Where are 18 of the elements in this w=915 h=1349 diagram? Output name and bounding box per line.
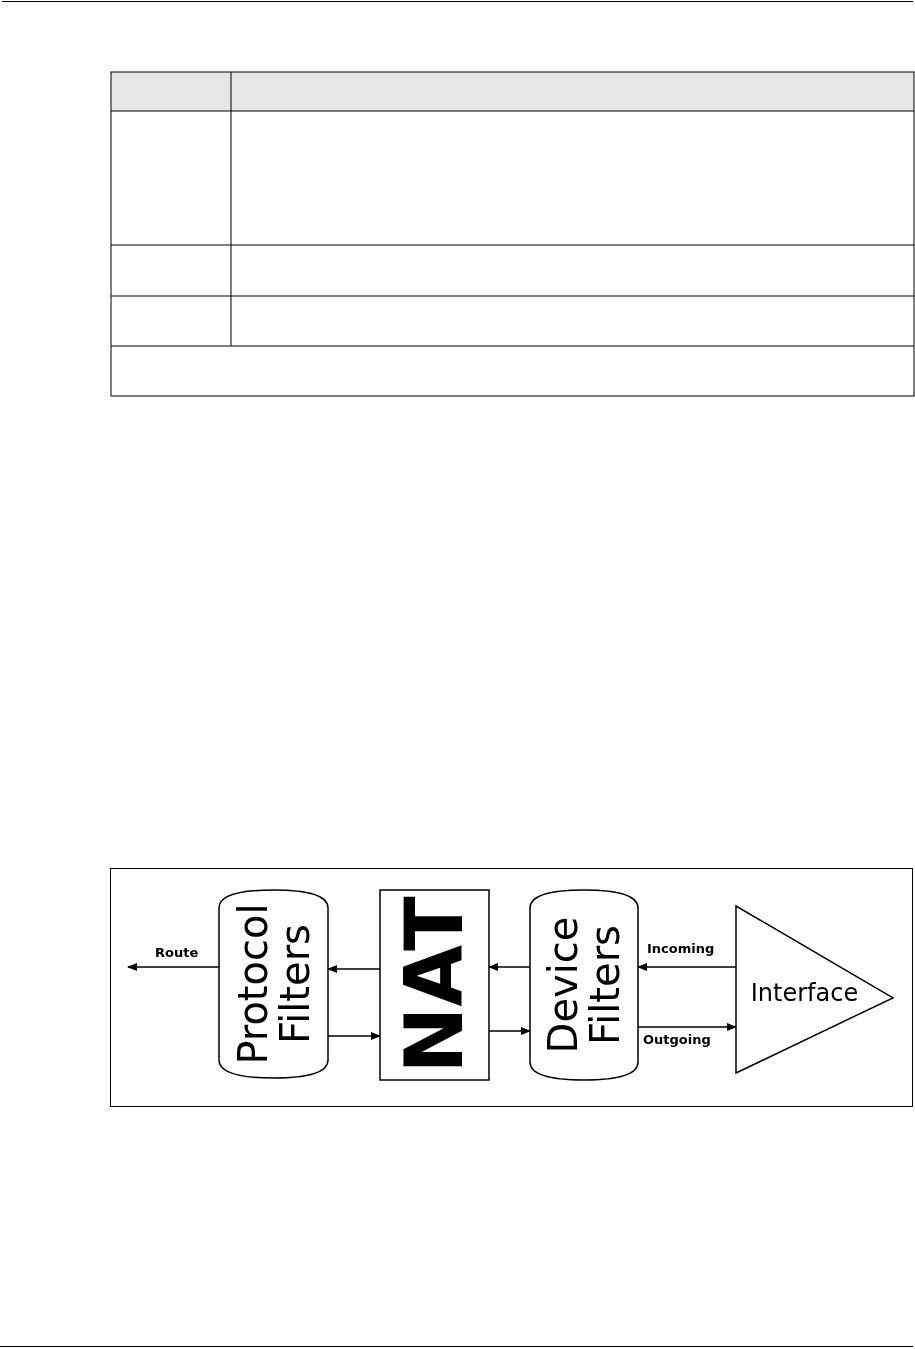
arrow [637, 963, 737, 971]
arrow [327, 965, 381, 973]
interface-triangle [736, 906, 893, 1073]
filter-cylinder [530, 890, 638, 1080]
node-label: NAT [392, 896, 477, 1074]
arrow [327, 1032, 381, 1040]
arrow [127, 963, 220, 971]
arrow [488, 963, 531, 971]
arrow [488, 1027, 531, 1035]
filter-cylinder [219, 890, 328, 1078]
node-label: Protocol Filters [231, 903, 316, 1065]
edge-label: Incoming [647, 941, 715, 956]
node-label: Device Filters [542, 916, 626, 1054]
nat-box [380, 890, 489, 1080]
arrow [637, 1023, 737, 1031]
node-label: Interface [750, 980, 859, 1007]
edge-label: Outgoing [643, 1032, 711, 1047]
edge-label: Route [155, 945, 199, 960]
